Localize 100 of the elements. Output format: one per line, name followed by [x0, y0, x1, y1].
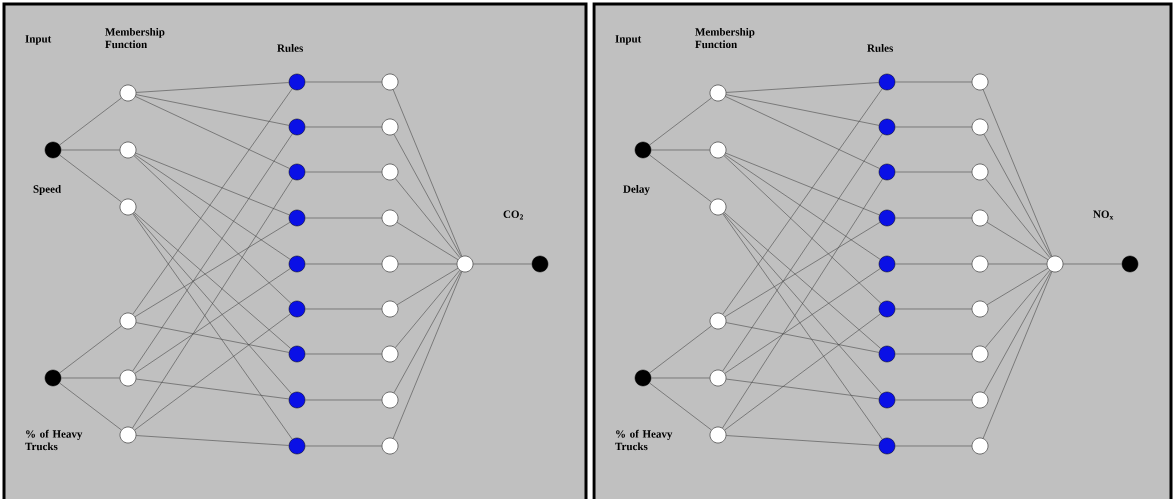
- connector-line: [132, 178, 293, 429]
- connector-line: [1062, 263, 1123, 265]
- connector-line: [394, 178, 461, 258]
- connector-line: [724, 313, 881, 431]
- output-node: [531, 255, 549, 273]
- node-label: % of Heavy Trucks: [25, 429, 83, 451]
- connector-line: [135, 435, 290, 446]
- connector-line: [722, 88, 883, 315]
- connector-line: [725, 94, 880, 126]
- connector-line: [894, 399, 973, 401]
- connector-line: [725, 152, 880, 216]
- connector-line: [894, 353, 973, 355]
- connector-line: [986, 222, 1049, 260]
- connector-line: [982, 89, 1053, 257]
- connector-line: [894, 171, 973, 173]
- connector-line: [725, 96, 880, 169]
- node-label: NO$_{x}$: [1093, 210, 1114, 220]
- connector-line: [724, 154, 881, 260]
- connector-line: [60, 149, 121, 151]
- connector-line: [133, 155, 292, 304]
- connector-line: [397, 263, 458, 265]
- connector-line: [393, 270, 462, 394]
- connector-line: [722, 213, 883, 440]
- connector-line: [135, 152, 290, 216]
- connector-line: [392, 89, 463, 257]
- column-heading: Input: [615, 35, 642, 45]
- input-node: [44, 141, 62, 159]
- connector-line: [650, 377, 711, 379]
- input-node: [44, 369, 62, 387]
- membership-node: [119, 426, 137, 444]
- connector-line: [304, 171, 383, 173]
- connector-line: [894, 126, 973, 128]
- connector-line: [304, 263, 383, 265]
- connector-line: [393, 133, 462, 258]
- connector-line: [725, 322, 880, 353]
- column-heading: Membership Function: [105, 27, 165, 49]
- connector-line: [304, 308, 383, 310]
- connector-line: [983, 133, 1052, 258]
- connector-line: [392, 271, 463, 439]
- connector-line: [987, 263, 1048, 265]
- input-node: [634, 369, 652, 387]
- normalization-node: [381, 163, 399, 181]
- connector-line: [133, 212, 292, 395]
- connector-line: [134, 222, 291, 317]
- normalization-node: [381, 118, 399, 136]
- connector-line: [304, 126, 383, 128]
- connector-line: [986, 267, 1049, 306]
- connector-line: [894, 445, 973, 447]
- connector-line: [894, 308, 973, 310]
- connector-line: [135, 378, 290, 400]
- sum-node: [1046, 255, 1064, 273]
- connector-line: [984, 178, 1051, 258]
- connector-line: [894, 81, 973, 83]
- connector-line: [132, 133, 293, 372]
- input-node: [634, 141, 652, 159]
- connector-line: [135, 96, 290, 169]
- membership-node: [119, 312, 137, 330]
- sum-node: [456, 255, 474, 273]
- normalization-node: [381, 73, 399, 91]
- normalization-node: [971, 209, 989, 227]
- connector-line: [472, 263, 533, 265]
- membership-node: [119, 198, 137, 216]
- membership-node: [709, 426, 727, 444]
- normalization-node: [381, 255, 399, 273]
- connector-line: [396, 267, 459, 306]
- connector-line: [985, 270, 1051, 348]
- connector-line: [132, 88, 293, 315]
- membership-node: [119, 369, 137, 387]
- connector-line: [135, 94, 290, 126]
- connector-line: [395, 270, 461, 348]
- connector-line: [983, 270, 1052, 394]
- normalization-node: [971, 345, 989, 363]
- connector-line: [304, 217, 383, 219]
- connector-line: [982, 271, 1053, 439]
- connector-line: [725, 435, 880, 446]
- connector-line: [723, 212, 882, 349]
- membership-node: [709, 141, 727, 159]
- connector-line: [649, 325, 712, 374]
- membership-node: [119, 84, 137, 102]
- connector-line: [894, 217, 973, 219]
- column-heading: Rules: [277, 44, 303, 52]
- connector-line: [59, 97, 122, 146]
- connector-line: [649, 154, 712, 203]
- normalization-node: [381, 209, 399, 227]
- connector-line: [722, 133, 883, 372]
- connector-line: [134, 268, 291, 374]
- normalization-node: [381, 437, 399, 455]
- connector-line: [135, 82, 290, 93]
- column-heading: Input: [25, 35, 52, 45]
- connector-line: [724, 268, 881, 374]
- connector-line: [650, 149, 711, 151]
- connector-line: [725, 378, 880, 400]
- connector-line: [723, 212, 882, 395]
- connector-line: [304, 81, 383, 83]
- normalization-node: [971, 255, 989, 273]
- normalization-node: [381, 345, 399, 363]
- connector-line: [304, 445, 383, 447]
- node-label: Speed: [33, 185, 61, 195]
- connector-line: [649, 97, 712, 146]
- membership-node: [709, 198, 727, 216]
